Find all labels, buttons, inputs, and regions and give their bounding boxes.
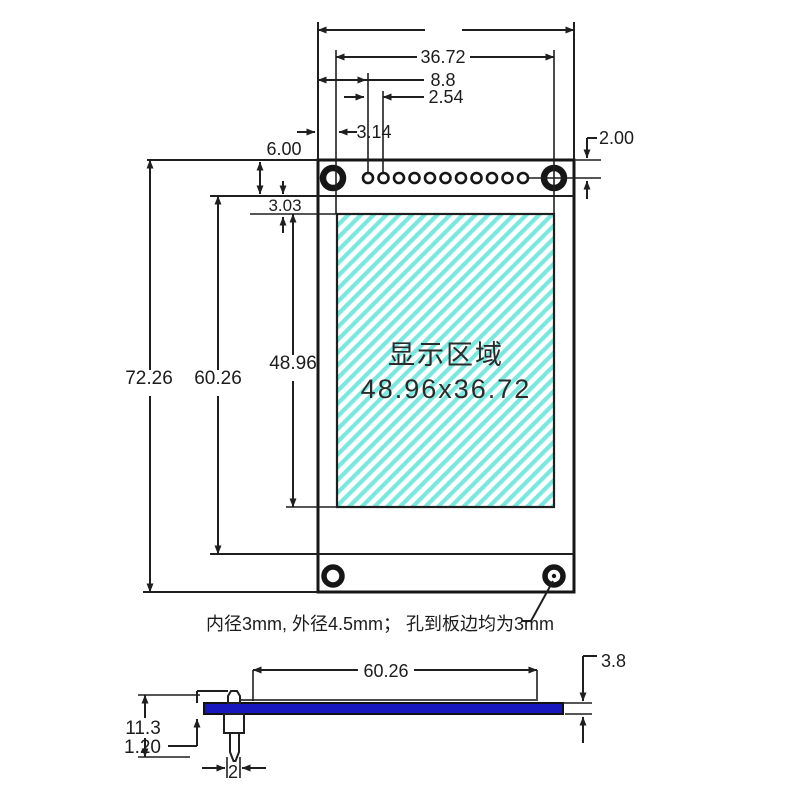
dim-label-pin-row-offset: 8.8: [430, 70, 455, 90]
dim-label-display-width: 36.72: [420, 47, 465, 67]
pin-hole: [501, 171, 514, 185]
dim-label-top-margin: 6.00: [266, 139, 301, 159]
top-view: 显示区域 48.96x36.72: [125, 22, 634, 634]
pin-hole: [470, 171, 483, 185]
pin-profile: [229, 732, 240, 762]
dim-label-pin-height: 11.3: [125, 718, 161, 739]
hole-center-dot: [551, 573, 557, 579]
dim-label-pin-pitch: 2.54: [428, 87, 463, 107]
side-dimension-labels: 60.26 3.8 11.3 1.20 2: [124, 651, 626, 782]
pin-hole: [408, 171, 421, 185]
display-area-label: 显示区域: [388, 340, 504, 370]
pin-hole-row: [361, 171, 530, 185]
pin-header-body: [223, 713, 245, 734]
pin-hole: [516, 171, 530, 185]
dim-label-side-length: 60.26: [363, 661, 408, 681]
dim-label-hole-offset: 2.00: [599, 128, 634, 148]
dimension-labels: 36.72 8.8 2.54 3.14 6.00 3.03 2.00 72.26…: [125, 47, 634, 634]
pin-hole: [361, 171, 375, 185]
dim-label-display-top-margin: 3.03: [268, 196, 301, 215]
pin-hole: [392, 171, 406, 185]
mounting-hole-bottom-left: [321, 564, 345, 588]
dim-label-pin-width: 2: [228, 762, 238, 782]
pin-hole: [485, 171, 499, 185]
note-leader-line: [522, 580, 554, 622]
dim-label-glass-height: 60.26: [194, 368, 242, 389]
hole-spec-note: 内径3mm, 外径4.5mm； 孔到板边均为3mm: [206, 614, 554, 634]
dim-label-edge-to-display: 3.14: [356, 122, 391, 142]
display-area: [335, 212, 556, 509]
pin-top-profile: [227, 690, 241, 704]
pin-hole: [439, 171, 452, 185]
dim-label-thickness: 3.8: [601, 651, 626, 671]
pin-hole: [454, 171, 468, 185]
mounting-hole-top-left: [319, 164, 347, 192]
dimension-lines: [143, 22, 601, 622]
side-view: 60.26 3.8 11.3 1.20 2: [124, 651, 626, 782]
pcb-side-bar: [203, 702, 564, 715]
pin-hole: [377, 171, 390, 185]
display-area-size-label: 48.96x36.72: [361, 374, 532, 404]
side-dimension-lines: [138, 655, 597, 778]
dim-label-board-height: 72.26: [125, 368, 173, 389]
pin-hole: [423, 171, 437, 185]
dim-label-pcb-thickness: 1.20: [124, 737, 161, 758]
dim-label-display-height: 48.96: [269, 353, 317, 374]
